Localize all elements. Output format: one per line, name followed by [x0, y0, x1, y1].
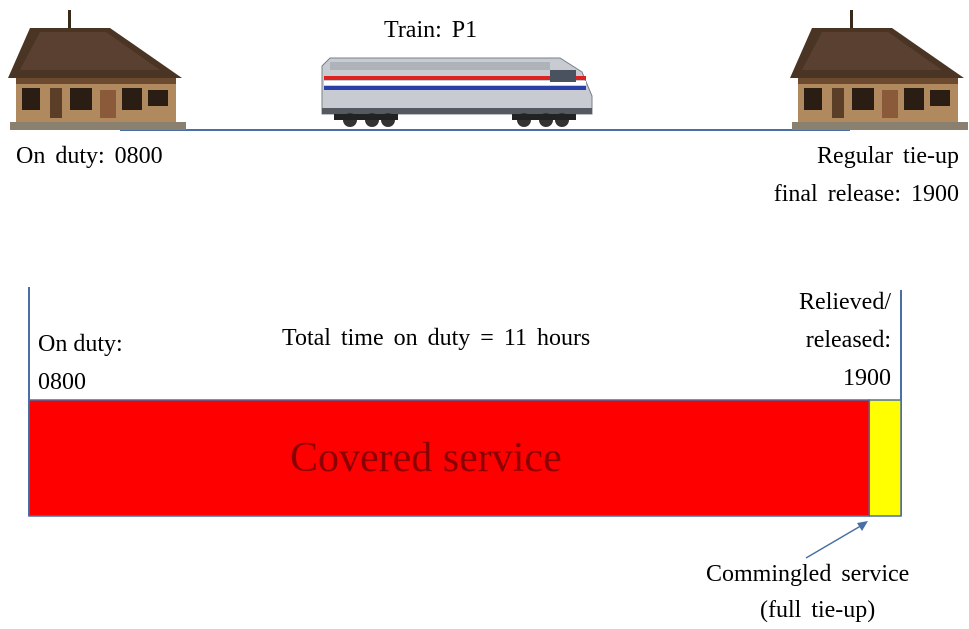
on-duty-start-label: On duty: 0800	[16, 143, 163, 169]
commingled-line2: (full tie-up)	[760, 597, 876, 623]
commingled-arrowhead	[857, 521, 868, 531]
relieved-line1: Relieved/	[799, 289, 891, 315]
commingled-line1: Commingled service	[706, 561, 910, 587]
commingled-service-bar	[868, 399, 902, 517]
covered-service-label: Covered service	[290, 435, 562, 481]
right-station-icon	[790, 10, 968, 130]
total-time-label: Total time on duty = 11 hours	[282, 325, 591, 351]
tie-up-line1: Regular tie-up	[817, 143, 959, 169]
timeline-on-duty-line2: 0800	[38, 369, 86, 395]
left-station-icon	[8, 10, 186, 130]
locomotive-icon	[321, 57, 593, 127]
relieved-line2: released:	[805, 327, 891, 353]
commingled-arrow	[805, 523, 865, 559]
timeline-on-duty-line1: On duty:	[38, 331, 123, 357]
tie-up-line2: final release: 1900	[773, 181, 959, 207]
train-label: Train: P1	[384, 17, 478, 43]
covered-service-bar	[28, 399, 871, 517]
relieved-line3: 1900	[843, 365, 891, 391]
